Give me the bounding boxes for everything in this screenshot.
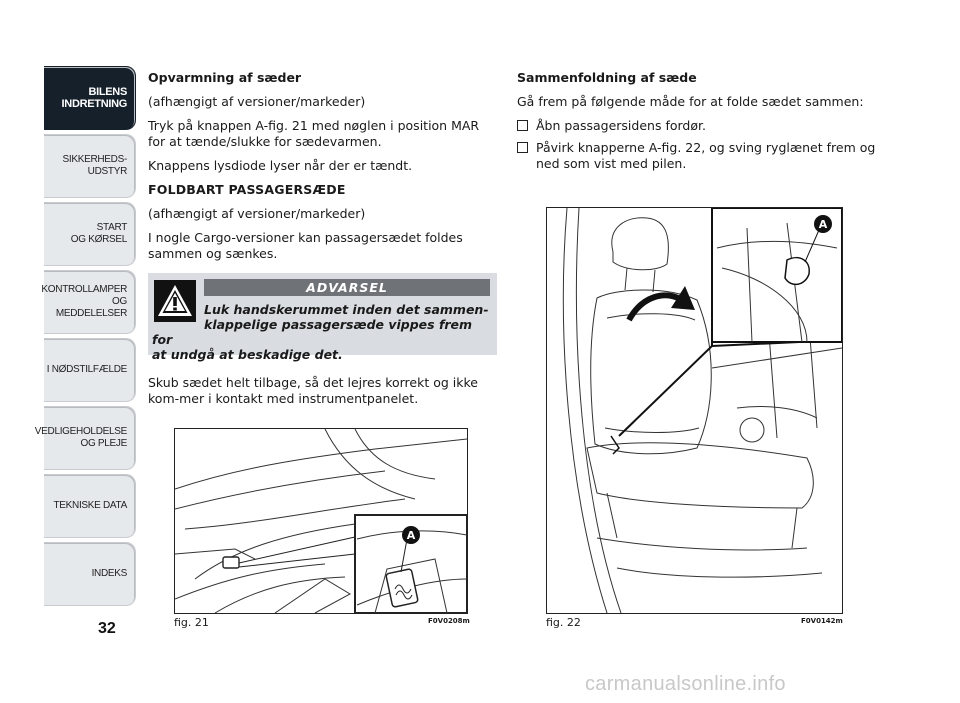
warning-line: Luk handskerummet inden det sammen- <box>204 302 489 317</box>
paragraph-push-seat-back: Skub sædet helt tilbage, så det lejres k… <box>148 375 478 406</box>
tab-label: TEKNISKE DATA <box>53 500 127 511</box>
warning-box: ADVARSEL Luk handskerummet inden det sam… <box>148 273 497 362</box>
callout-label: A <box>819 218 828 231</box>
figure-code: F0V0208m <box>428 617 470 625</box>
tab-label: INDEKS <box>91 568 128 579</box>
tab-kontrollamper[interactable]: KONTROLLAMPER OG MEDDELELSER <box>41 270 136 334</box>
figure-21-seat-heating-button: A <box>174 428 468 614</box>
tab-label: BILENS INDRETNING <box>61 86 128 110</box>
tab-sikkerhedsudstyr[interactable]: SIKKERHEDS- UDSTYR <box>44 134 136 198</box>
right-column: Sammenfoldning af sæde Gå frem på følgen… <box>517 70 887 178</box>
callout-label: A <box>407 529 416 542</box>
section-subheading: (afhængigt af versioner/markeder) <box>148 94 366 109</box>
folding-seat-illustration <box>562 208 842 613</box>
warning-text: Luk handskerummet inden det sammen- klap… <box>152 302 490 362</box>
figure-22-folding-seat: A <box>546 207 843 614</box>
tab-label: START OG KØRSEL <box>70 222 128 245</box>
section-subheading: (afhængigt af versioner/markeder) <box>148 206 366 221</box>
checkbox-bullet-icon <box>517 120 528 131</box>
tab-nodstilfaelde[interactable]: I NØDSTILFÆLDE <box>44 338 136 402</box>
list-item: Åbn passagersidens fordør. <box>517 118 887 134</box>
paragraph: I nogle Cargo-versioner kan passagersæde… <box>148 230 463 261</box>
tab-label: KONTROLLAMPER OG MEDDELELSER <box>41 284 127 319</box>
list-item-text: Åbn passagersidens fordør. <box>536 118 706 133</box>
list-item: Påvirk knapperne A-fig. 22, og sving ryg… <box>517 140 887 172</box>
tab-tekniske-data[interactable]: TEKNISKE DATA <box>44 474 136 538</box>
figure-code: F0V0142m <box>801 617 843 625</box>
section-heading-folding-seat: FOLDBART PASSAGERSÆDE <box>148 182 346 197</box>
callout-a-icon: A <box>402 526 420 544</box>
tab-indeks[interactable]: INDEKS <box>44 542 136 606</box>
figure-caption: fig. 22 <box>546 616 581 629</box>
tab-start-og-korsel[interactable]: START OG KØRSEL <box>44 202 136 266</box>
paragraph: Gå frem på følgende måde for at folde sæ… <box>517 94 864 109</box>
warning-line: klappelige passagersæde vippes frem for <box>152 317 473 347</box>
list-item-text: Påvirk knapperne A-fig. 22, og sving ryg… <box>536 140 876 171</box>
seat-heating-illustration <box>175 429 467 613</box>
tab-vedligeholdelse[interactable]: VEDLIGEHOLDELSE OG PLEJE <box>35 406 136 470</box>
warning-line: at undgå at beskadige det. <box>152 347 343 362</box>
left-column: Opvarmning af sæder (afhængigt af versio… <box>148 70 498 270</box>
section-heading-seat-heating: Opvarmning af sæder <box>148 70 302 85</box>
watermark: carmanualsonline.info <box>585 673 786 695</box>
checkbox-bullet-icon <box>517 142 528 153</box>
figure-caption: fig. 21 <box>174 616 209 629</box>
tab-label: I NØDSTILFÆLDE <box>46 364 128 375</box>
tab-label: VEDLIGEHOLDELSE OG PLEJE <box>34 426 128 449</box>
warning-triangle-icon <box>154 280 196 322</box>
tab-label: SIKKERHEDS- UDSTYR <box>62 154 128 177</box>
section-heading-folding-procedure: Sammenfoldning af sæde <box>517 70 697 85</box>
warning-title: ADVARSEL <box>204 279 490 296</box>
tab-bilens-indretning[interactable]: BILENS INDRETNING <box>44 66 136 130</box>
chapter-tabs: BILENS INDRETNING SIKKERHEDS- UDSTYR STA… <box>35 66 136 610</box>
page-number: 32 <box>98 620 116 637</box>
paragraph: Knappens lysdiode lyser når der er tændt… <box>148 158 413 173</box>
callout-a-icon: A <box>814 215 832 233</box>
paragraph: Tryk på knappen A-fig. 21 med nøglen i p… <box>148 118 480 149</box>
